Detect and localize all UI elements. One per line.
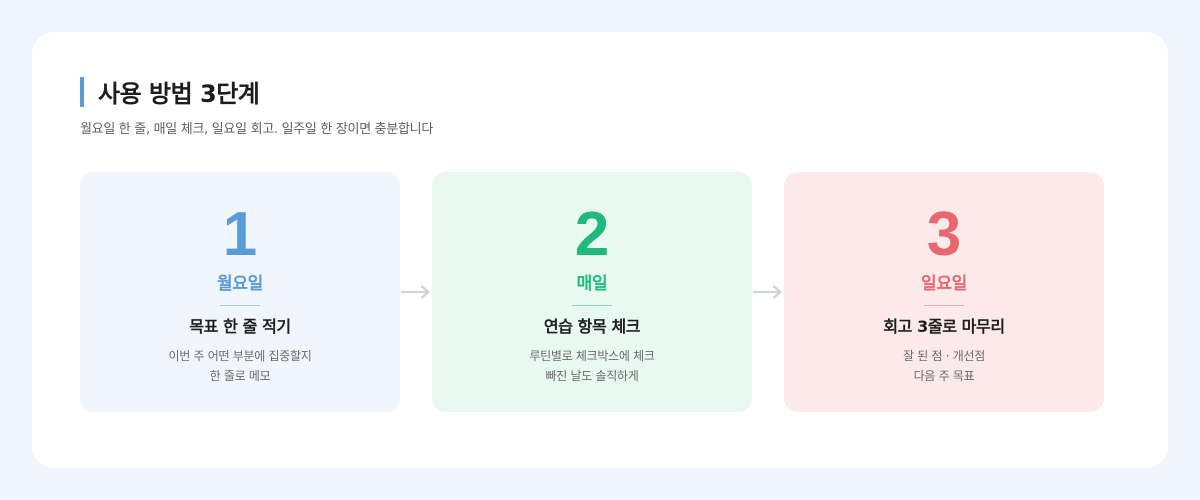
step-description-line: 잘 된 점 · 개선점 — [902, 349, 985, 363]
step-card-1: 1 월요일 목표 한 줄 적기 이번 주 어떤 부분에 집중할지 한 줄로 메모 — [80, 172, 400, 412]
step-day-label: 월요일 — [216, 274, 264, 294]
step-heading: 회고 3줄로 마무리 — [883, 317, 1005, 336]
page-title: 사용 방법 3단계 — [98, 80, 260, 108]
step-description-line: 한 줄로 메모 — [209, 369, 271, 383]
arrow-right-icon — [400, 282, 432, 302]
step-day-label: 매일 — [576, 274, 608, 294]
page-subtitle: 월요일 한 줄, 매일 체크, 일요일 회고. 일주일 한 장이면 충분합니다 — [80, 122, 433, 137]
step-description-line: 다음 주 목표 — [913, 369, 975, 383]
step-divider — [220, 305, 260, 306]
step-day-label: 일요일 — [920, 274, 968, 294]
step-description: 이번 주 어떤 부분에 집중할지 한 줄로 메모 — [169, 346, 312, 386]
title-accent-bar — [80, 76, 84, 107]
step-card-2: 2 매일 연습 항목 체크 루틴별로 체크박스에 체크 빠진 날도 솔직하게 — [432, 172, 752, 412]
step-heading: 목표 한 줄 적기 — [189, 317, 291, 336]
step-number: 1 — [222, 200, 258, 269]
step-divider — [924, 305, 964, 306]
step-divider — [572, 305, 612, 306]
arrow-right-icon — [752, 282, 784, 302]
step-heading: 연습 항목 체크 — [543, 317, 641, 336]
step-description-line: 루틴별로 체크박스에 체크 — [529, 349, 655, 363]
content-panel: 사용 방법 3단계 월요일 한 줄, 매일 체크, 일요일 회고. 일주일 한 … — [32, 32, 1168, 468]
step-number: 3 — [926, 200, 962, 269]
step-description-line: 이번 주 어떤 부분에 집중할지 — [168, 349, 312, 363]
step-card-3: 3 일요일 회고 3줄로 마무리 잘 된 점 · 개선점 다음 주 목표 — [784, 172, 1104, 412]
step-description-line: 빠진 날도 솔직하게 — [545, 369, 639, 383]
step-number: 2 — [574, 200, 610, 269]
steps-row: 1 월요일 목표 한 줄 적기 이번 주 어떤 부분에 집중할지 한 줄로 메모… — [80, 172, 1104, 412]
title-row: 사용 방법 3단계 — [80, 74, 260, 109]
step-description: 루틴별로 체크박스에 체크 빠진 날도 솔직하게 — [529, 346, 654, 386]
step-description: 잘 된 점 · 개선점 다음 주 목표 — [903, 346, 985, 386]
